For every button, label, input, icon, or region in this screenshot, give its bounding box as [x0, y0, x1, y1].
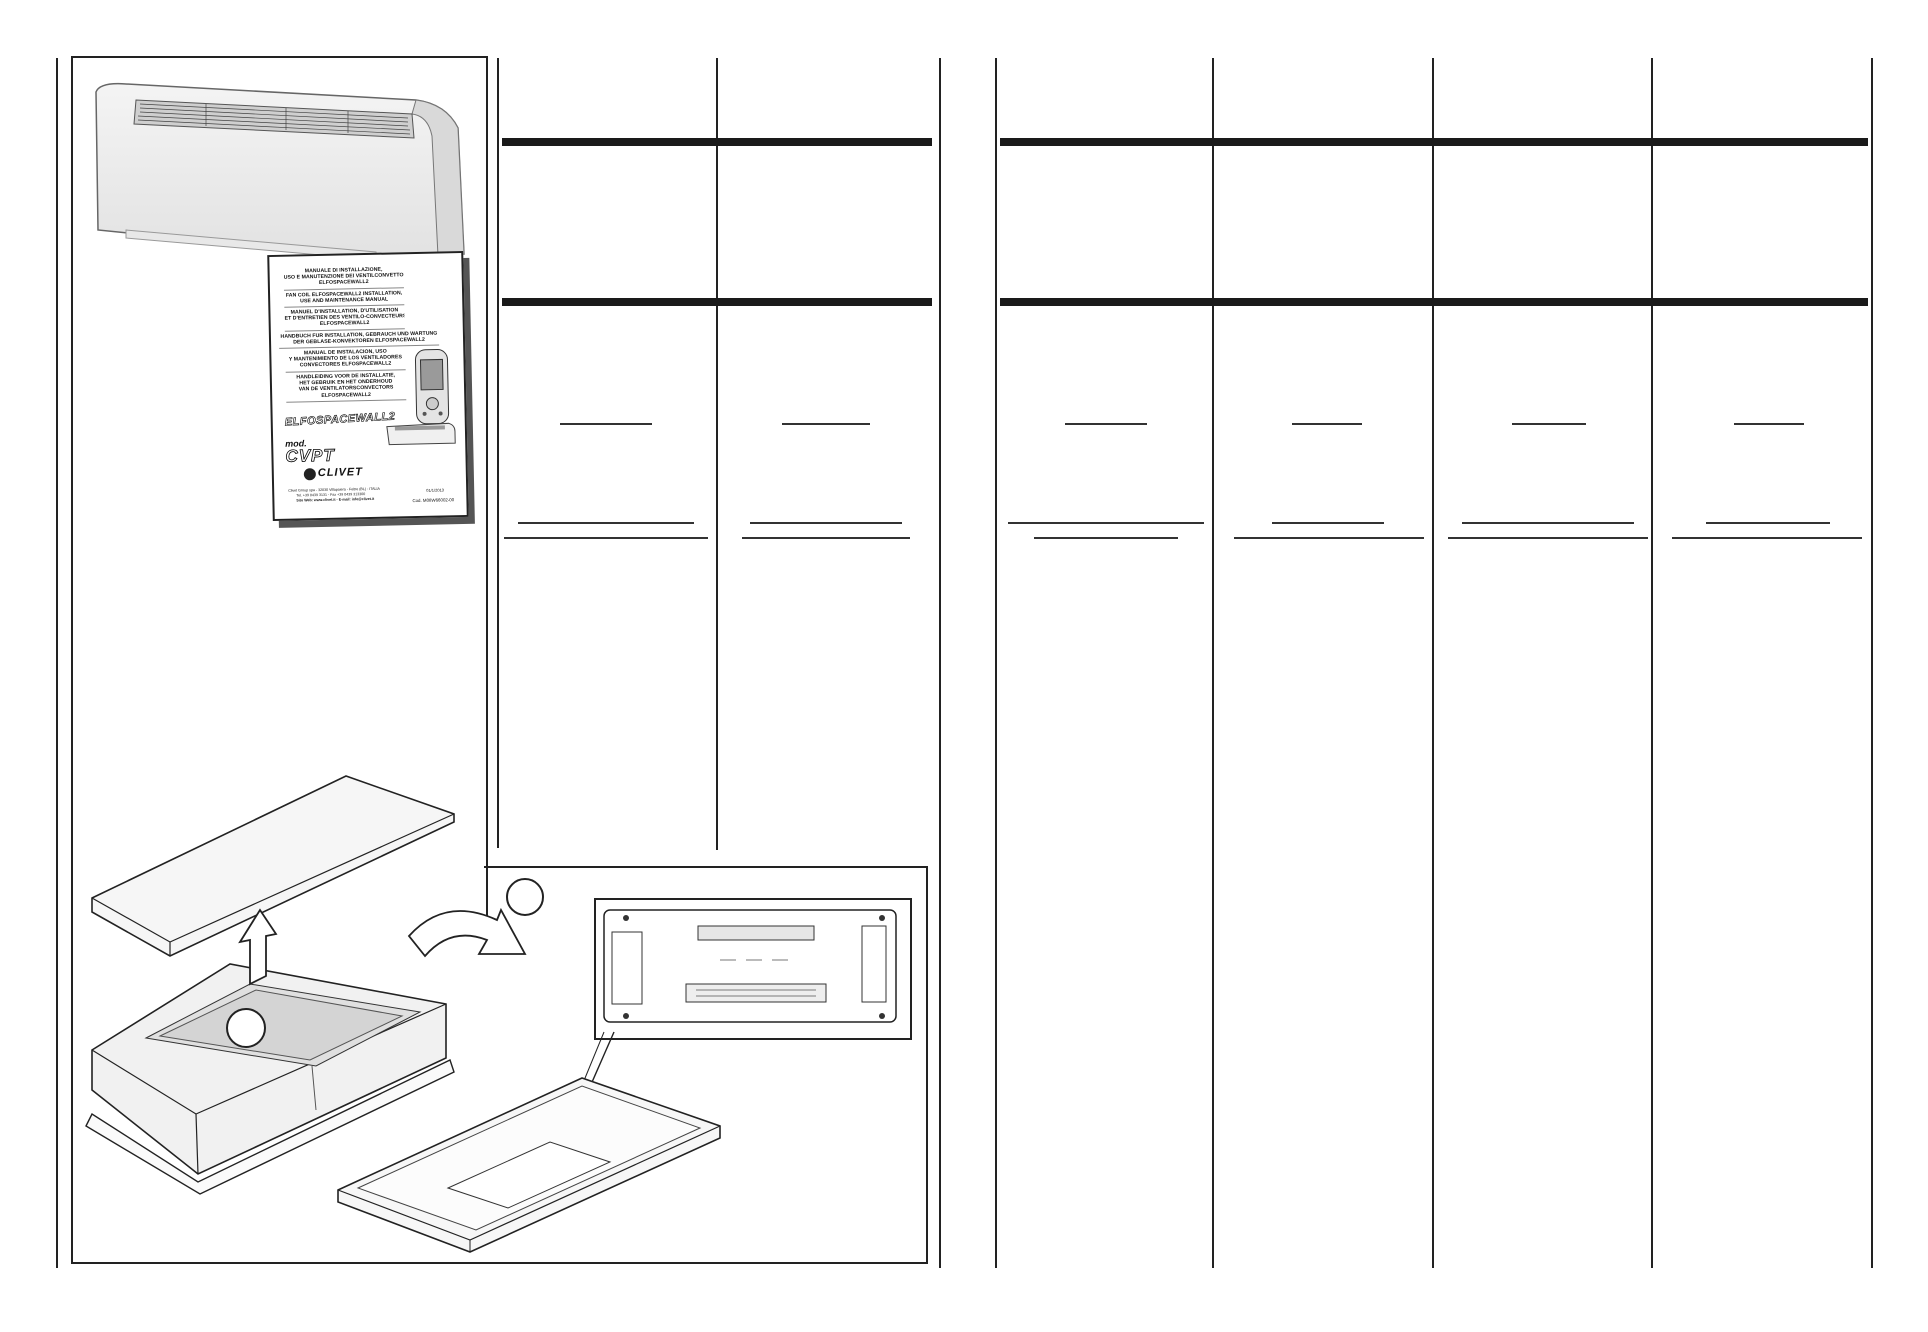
base-tray-illustration [337, 1077, 721, 1253]
blank-field-line [1034, 537, 1178, 539]
booklet-footer-web: Sito Web: www.clivet.it - E-mail: info@c… [296, 496, 375, 503]
blank-field-line [560, 423, 652, 425]
manual-booklet: MANUALE DI INSTALLAZIONE, USO E MANUTENZ… [267, 250, 469, 522]
page-rule-center-right [995, 58, 997, 1268]
unpacking-illustration [85, 775, 455, 1195]
illustration-frame-bottom [71, 866, 928, 1264]
blank-field-line [782, 423, 870, 425]
blank-field-line [1272, 522, 1384, 524]
illustration-frame-step [484, 866, 926, 868]
booklet-footer-date: 01/1/2013 [426, 487, 445, 493]
section-rule [1000, 298, 1868, 306]
blank-field-line [1065, 423, 1147, 425]
blank-field-line [504, 537, 708, 539]
section-rule [502, 298, 932, 306]
blank-field-line [1462, 522, 1634, 524]
label-detail-drawing [603, 909, 897, 1023]
clivet-logo-icon [303, 468, 316, 481]
section-rule [1000, 138, 1868, 146]
curved-arrow-icon [407, 907, 527, 958]
blank-field-line [1234, 537, 1424, 539]
booklet-model: CVPT [285, 445, 336, 466]
page-rule-left [56, 58, 58, 1268]
blank-field-line [742, 537, 910, 539]
blank-field-line [1512, 423, 1586, 425]
fan-coil-thumbnail [386, 422, 456, 446]
column-rule [1212, 58, 1214, 1268]
blank-field-line [750, 522, 902, 524]
illustration-frame-top [71, 56, 488, 928]
blank-field-line [1292, 423, 1362, 425]
step-label-1: 1 [226, 1008, 266, 1048]
blank-field-line [1706, 522, 1830, 524]
blank-field-line [518, 522, 694, 524]
section-rule [502, 138, 932, 146]
blank-field-line [1008, 522, 1204, 524]
booklet-series-name: ELFOSPACEWALL2 [284, 410, 396, 429]
page-rule-center-left [939, 58, 941, 1268]
step-label-2: 2 [506, 878, 544, 916]
booklet-footer-code: Cod. M08W66002-00 [412, 497, 455, 504]
blank-field-line [1734, 423, 1804, 425]
column-rule [716, 58, 718, 850]
column-rule [1871, 58, 1873, 1268]
column-rule [1432, 58, 1434, 1268]
booklet-line: CONVECTORES ELFOSPACEWALL2 [299, 360, 392, 369]
column-rule [1651, 58, 1653, 1268]
remote-control-icon [414, 349, 450, 425]
blank-field-line [1672, 537, 1862, 539]
column-rule [497, 58, 499, 848]
booklet-line: USE AND MAINTENANCE MANUAL [300, 296, 389, 305]
booklet-manufacturer: CLIVET [317, 466, 364, 480]
blank-field-line [1448, 537, 1648, 539]
fan-coil-unit-illustration [95, 82, 465, 261]
